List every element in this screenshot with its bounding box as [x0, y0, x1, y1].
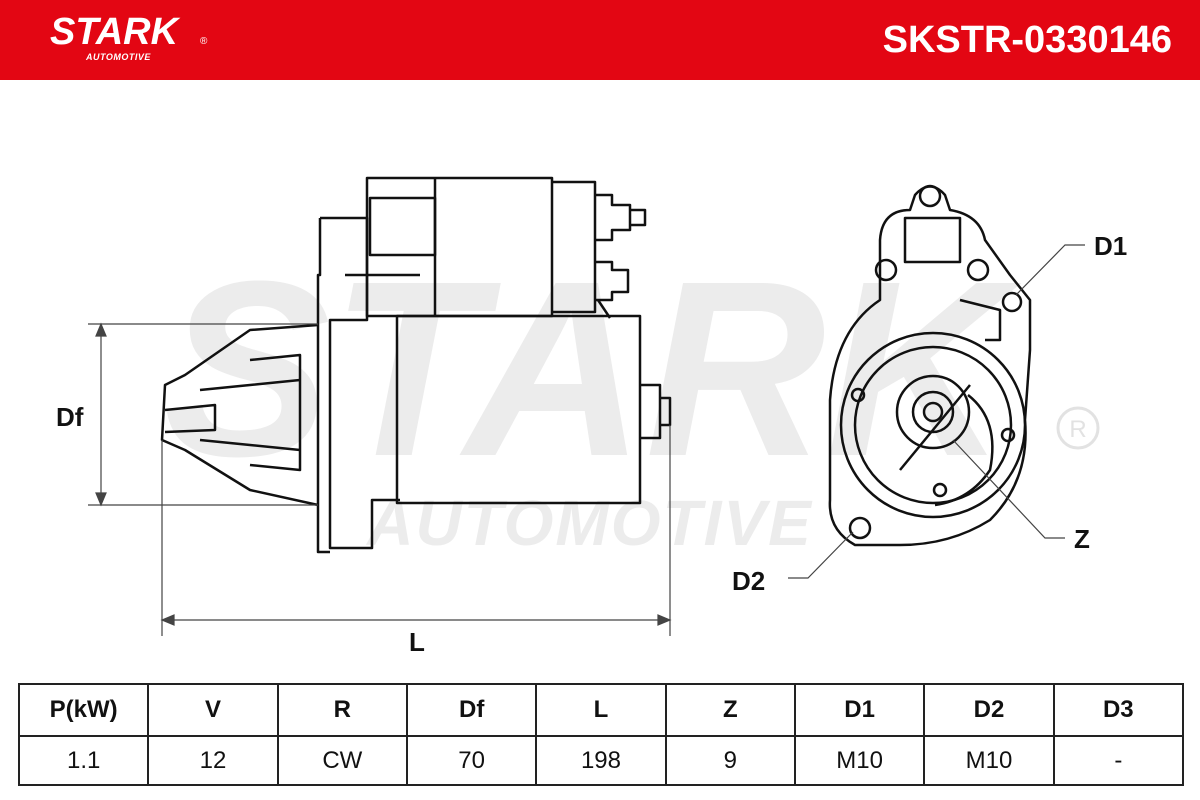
dimension-lines [88, 322, 672, 636]
d2-mount-hole [848, 516, 872, 540]
part-number: SKSTR-0330146 [882, 19, 1172, 61]
logo-subtext: AUTOMOTIVE [86, 52, 151, 62]
spec-header-cell: D2 [923, 683, 1055, 737]
spec-header-cell: P(kW) [17, 683, 150, 737]
d1-mount-hole [1001, 291, 1023, 313]
label-d1: D1 [1094, 231, 1127, 261]
spec-header-cell: L [535, 683, 667, 737]
left-bolt [874, 258, 898, 282]
callout-leaders [788, 244, 1085, 579]
spec-header-cell: V [147, 683, 279, 737]
spec-value-cell: 9 [664, 735, 796, 786]
technical-drawing: STARK AUTOMOTIVE R [56, 176, 1127, 657]
watermark: STARK AUTOMOTIVE R [164, 229, 1100, 559]
label-z: Z [1074, 524, 1090, 554]
spec-value-cell: M10 [923, 735, 1055, 786]
watermark-registered-r: R [1069, 416, 1086, 443]
front-housing-outline [828, 185, 1032, 547]
watermark-sub: AUTOMOTIVE [365, 487, 813, 559]
motor-housing [395, 314, 642, 505]
spec-header-cell: Df [405, 683, 538, 737]
motor-end-cap [640, 383, 662, 440]
logo-registered-mark: ® [200, 36, 208, 47]
label-d2: D2 [732, 566, 765, 596]
spec-value-cell: 70 [405, 735, 538, 786]
logo-text: STARK [50, 11, 179, 53]
starter-side-view [160, 176, 672, 554]
spec-value-cell: 198 [535, 735, 667, 786]
spec-value-cell: 12 [147, 735, 279, 786]
pinion-outer [895, 374, 971, 450]
pinion-gear [911, 390, 955, 434]
drive-end-housing [160, 323, 319, 507]
watermark-registered-circle [1056, 406, 1100, 450]
label-l: L [409, 627, 425, 657]
terminal-top [595, 193, 632, 242]
spec-value-cell: CW [276, 735, 408, 786]
mounting-flange [320, 216, 400, 550]
spec-table-header-row: P(kW) V R Df L Z D1 D2 D3 [17, 683, 1185, 737]
drive-end-ring [839, 331, 1027, 519]
spec-value-cell: - [1052, 735, 1185, 786]
stark-logo: STARK ® AUTOMOTIVE [50, 12, 220, 66]
spec-value-cell: 1.1 [17, 735, 150, 786]
spec-header-cell: Z [664, 683, 796, 737]
label-df: Df [56, 402, 84, 432]
spec-table-value-row: 1.1 12 CW 70 198 9 M10 M10 - [17, 735, 1185, 786]
spec-table: P(kW) V R Df L Z D1 D2 D3 1.1 12 CW 70 1… [17, 683, 1185, 786]
spec-header-cell: R [276, 683, 408, 737]
watermark-main: STARK [164, 229, 1022, 508]
header-bar: STARK ® AUTOMOTIVE SKSTR-0330146 [0, 0, 1200, 80]
top-bolt [918, 184, 942, 208]
spec-value-cell: M10 [793, 735, 926, 786]
right-bolt [966, 258, 990, 282]
spec-header-cell: D3 [1052, 683, 1185, 737]
starter-front-view [828, 184, 1032, 547]
terminal-bottom [595, 260, 630, 302]
spec-header-cell: D1 [793, 683, 926, 737]
